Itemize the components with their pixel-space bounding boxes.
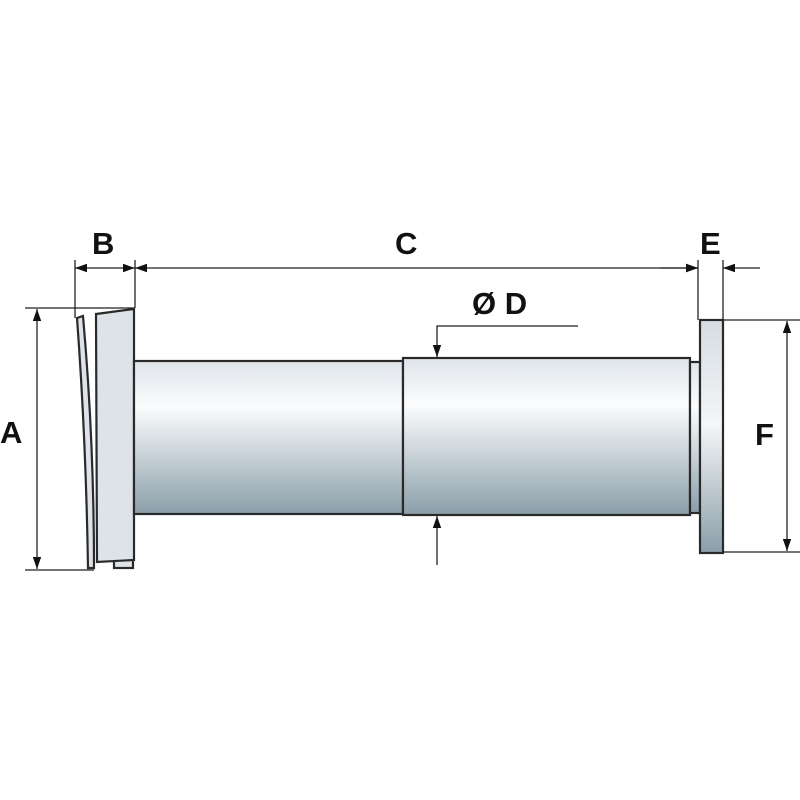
right-flange [698,318,725,555]
cylinder-step [688,360,702,515]
dimension-d-leader-top [432,325,578,357]
extension-lines [25,260,800,571]
label-b: B [92,226,114,261]
label-e: E [700,226,721,261]
label-d: Ø D [472,286,527,321]
curved-plate [75,314,96,570]
label-f: F [755,417,774,452]
label-c: C [395,226,417,261]
front-cylinder [401,356,692,517]
left-flange-group [75,307,136,570]
label-a: A [0,415,22,450]
rear-cylinder [132,359,405,516]
left-flange [94,307,136,564]
